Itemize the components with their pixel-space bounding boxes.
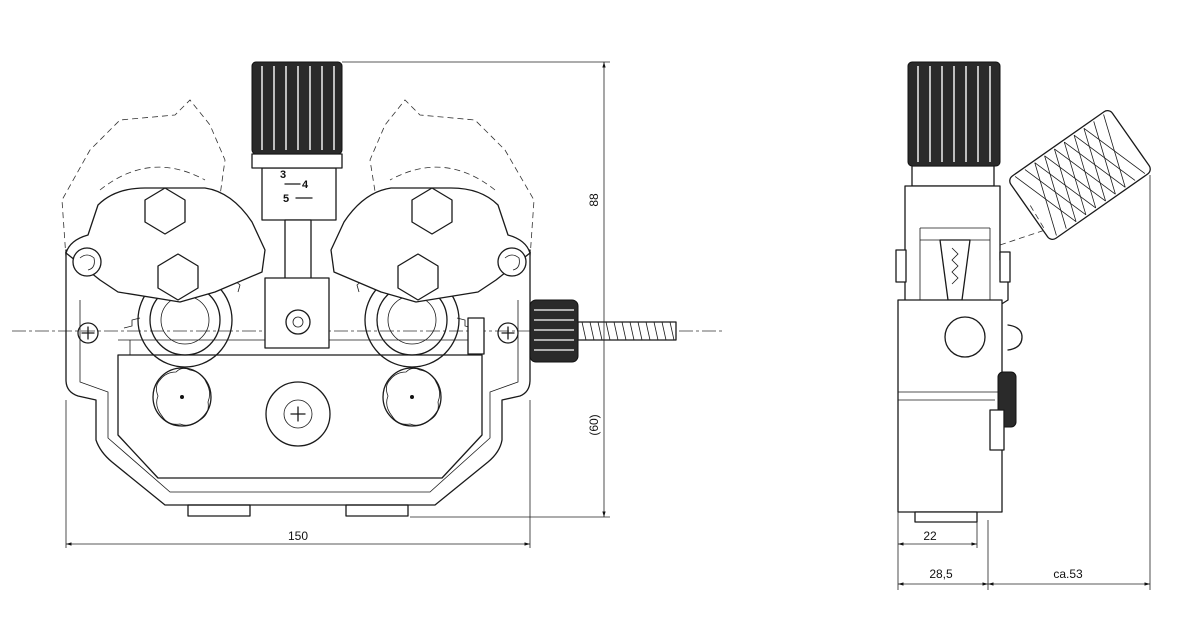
tension-knob-side — [907, 61, 1001, 187]
tension-column — [261, 167, 337, 221]
housing-outline — [65, 249, 531, 506]
center-screw — [285, 309, 311, 335]
scale-mark-3: 3 — [280, 169, 286, 181]
spline-cap-right — [382, 367, 442, 427]
hex-nut-left-top — [144, 187, 186, 235]
spline-cap-left — [152, 367, 212, 427]
dim-side-depth: 28,5 ca.53 — [898, 175, 1151, 590]
side-housing-lower — [897, 299, 1003, 513]
dim-side-base: 22 — [897, 512, 978, 590]
arm-pivot-right — [497, 247, 527, 277]
side-view: 22 28,5 ca.53 — [895, 61, 1151, 590]
dim-label-150: 150 — [288, 529, 308, 543]
dim-front-width: 150 — [65, 400, 531, 548]
front-plate — [117, 354, 483, 479]
hex-nut-right-lower — [397, 253, 439, 301]
pressure-arm-left — [65, 187, 266, 303]
arm-pivot-left — [72, 247, 102, 277]
side-lug-right — [999, 251, 1011, 283]
tilted-knob — [999, 110, 1151, 246]
side-screw-left — [77, 322, 99, 344]
tension-knob-front — [251, 61, 343, 169]
dim-label-60: (60) — [587, 414, 601, 435]
side-foot — [914, 511, 978, 523]
pressure-arm-right — [330, 187, 531, 303]
dim-label-ca-53: ca.53 — [1053, 567, 1083, 581]
dim-label-28-5: 28,5 — [929, 567, 953, 581]
hex-nut-left-lower — [157, 253, 199, 301]
center-phillips-screw — [265, 381, 331, 447]
side-screw-right — [497, 322, 519, 344]
scale-mark-5: 5 — [283, 193, 289, 205]
front-foot-right — [345, 504, 409, 517]
front-view: 3 4 5 — [12, 61, 725, 548]
front-foot-left — [187, 504, 251, 517]
dim-label-22: 22 — [923, 529, 937, 543]
housing-inner-rim — [79, 300, 519, 493]
side-shaft-bore — [944, 316, 986, 358]
side-lug-left — [895, 249, 907, 283]
hex-nut-right-top — [411, 187, 453, 235]
scale-mark-4: 4 — [302, 179, 309, 191]
dim-label-88: 88 — [587, 193, 601, 207]
dim-front-height: 88 (60) — [342, 61, 610, 518]
